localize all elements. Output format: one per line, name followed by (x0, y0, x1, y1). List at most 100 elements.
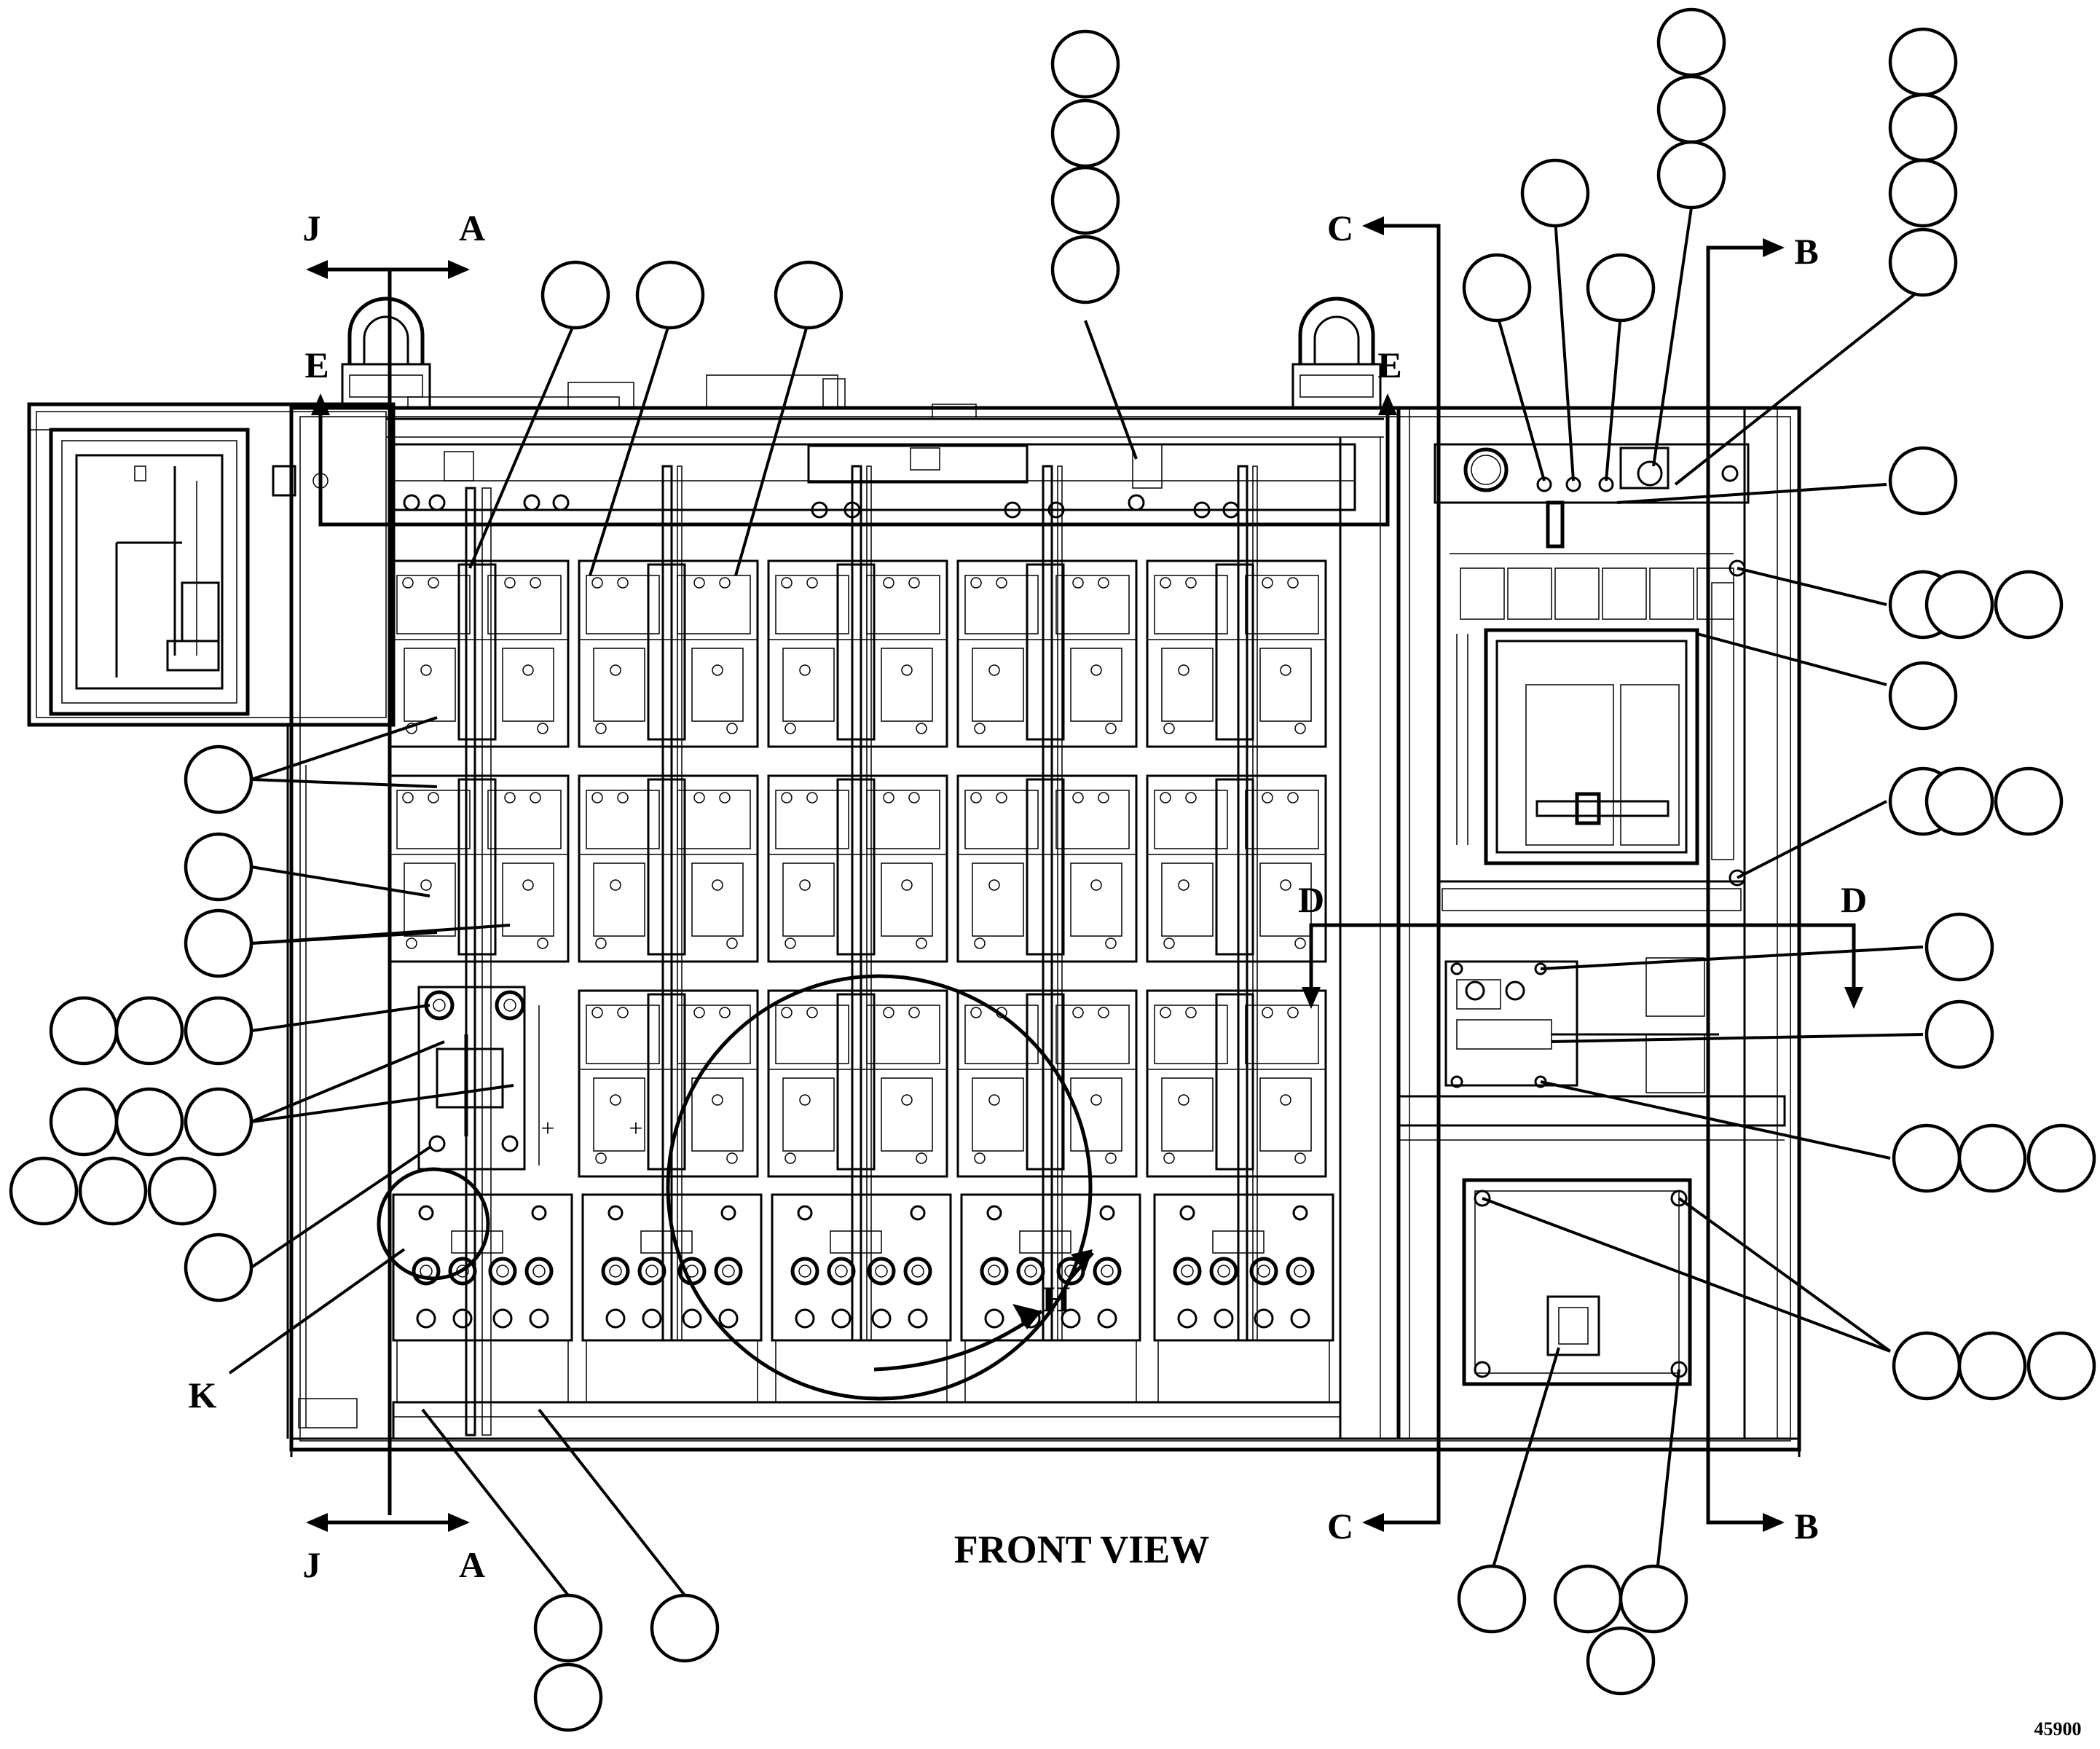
callout-balloon (2026, 1331, 2096, 1401)
section-mark-a-top: A (459, 208, 485, 248)
callout-balloon (114, 1087, 184, 1157)
power-module (767, 989, 948, 1178)
callout-balloon (1520, 158, 1590, 228)
callout-balloon (1888, 93, 1958, 162)
callout-balloon (533, 1662, 603, 1732)
callout-balloon (184, 744, 253, 814)
callout-balloon (184, 908, 253, 978)
view-caption: FRONT VIEW (954, 1528, 1210, 1571)
callout-balloon (184, 996, 253, 1066)
callout-balloon (1586, 253, 1656, 323)
detail-mark-h: H (1042, 1278, 1071, 1319)
callout-balloon (2026, 1123, 2096, 1193)
detail-k-circle (377, 1167, 490, 1281)
callout-balloon (1553, 1564, 1623, 1634)
callout-balloon (1888, 227, 1958, 297)
callout-balloon (49, 996, 119, 1066)
terminal-block (771, 1193, 952, 1403)
callout-balloon (1888, 446, 1958, 516)
drawing-number: 45900 (2034, 1718, 2082, 1740)
callout-balloon (1656, 74, 1726, 144)
section-mark-a-bottom: A (459, 1544, 485, 1585)
callout-balloon (1457, 1564, 1527, 1634)
terminal-block (581, 1193, 763, 1403)
power-module (1146, 989, 1327, 1178)
terminal-block (392, 1193, 573, 1403)
leader-lines (228, 207, 1924, 1597)
callout-balloon (1462, 253, 1532, 323)
bottom-terminal-blocks (392, 1193, 1334, 1403)
callout-balloon (1050, 98, 1120, 168)
callout-balloon (78, 1156, 148, 1226)
power-module (956, 774, 1138, 963)
callout-balloon (1050, 165, 1120, 235)
polarity-mark-right: + (629, 1115, 642, 1142)
callout-balloon (1957, 1123, 2027, 1193)
callout-balloon (1586, 1626, 1656, 1696)
callout-balloon (1924, 999, 1994, 1069)
power-module-grid (388, 559, 1327, 1178)
callout-balloons (9, 7, 2096, 1732)
power-module (767, 774, 948, 963)
power-module (578, 559, 759, 748)
section-mark-j-bottom: J (303, 1544, 321, 1585)
section-mark-c-top: C (1327, 208, 1353, 248)
callout-balloon (1924, 766, 1994, 836)
power-module (1146, 774, 1327, 963)
power-module (1146, 559, 1327, 748)
callout-balloon (114, 996, 184, 1066)
section-mark-c-bottom: C (1327, 1506, 1353, 1546)
callout-balloon (1892, 1331, 1962, 1401)
section-mark-d-right: D (1841, 879, 1867, 920)
callout-balloon (1888, 661, 1958, 731)
callout-balloon (1994, 766, 2064, 836)
terminal-block (960, 1193, 1141, 1403)
callout-balloon (9, 1156, 79, 1226)
top-busbar (392, 443, 1356, 519)
section-mark-b-top: B (1794, 231, 1818, 272)
callout-balloon (1888, 27, 1958, 97)
callout-balloon (1888, 158, 1958, 228)
callout-balloon (1656, 140, 1726, 210)
vertical-bus-strips (465, 465, 1258, 1436)
callout-balloon (1656, 7, 1726, 77)
callout-balloon (1050, 29, 1120, 99)
section-mark-e-right: E (1377, 345, 1401, 385)
control-section (1397, 443, 1786, 1386)
power-module (578, 989, 759, 1178)
callout-balloon (147, 1156, 217, 1226)
power-module (767, 559, 948, 748)
detail-h-circle (666, 974, 1093, 1401)
power-module (388, 774, 570, 963)
power-module (578, 774, 759, 963)
power-module (956, 559, 1138, 748)
callout-balloon (1892, 1123, 1962, 1193)
lifting-eye-left (341, 296, 431, 409)
callout-balloon (184, 832, 253, 902)
section-lines (306, 216, 1863, 1532)
side-enclosure (27, 402, 396, 1439)
callout-balloon (1957, 1331, 2027, 1401)
callout-balloon (774, 260, 843, 330)
callout-balloon (1619, 1564, 1688, 1634)
callout-balloon (533, 1593, 603, 1663)
callout-balloon (635, 260, 705, 330)
callout-balloon (184, 1233, 253, 1302)
power-module (956, 989, 1138, 1178)
callout-balloon (650, 1593, 720, 1663)
terminal-block (1153, 1193, 1334, 1403)
callout-balloon (1994, 570, 2064, 640)
callout-balloon (1924, 912, 1994, 982)
callout-balloon (184, 1087, 253, 1157)
lifting-eye-right (1291, 296, 1382, 409)
polarity-mark-left: + (540, 1115, 554, 1142)
section-mark-b-bottom: B (1794, 1506, 1818, 1546)
power-module (388, 559, 570, 748)
detail-mark-k: K (189, 1375, 217, 1415)
main-bus-panel (417, 986, 540, 1171)
callout-balloon (1924, 570, 1994, 640)
callout-balloon (540, 260, 610, 330)
callout-balloon (1050, 235, 1120, 304)
